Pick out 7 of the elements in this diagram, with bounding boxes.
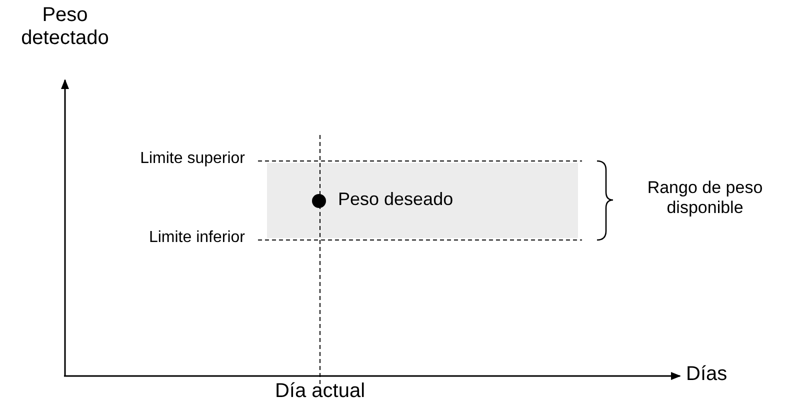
tick-label: Día actual <box>274 380 366 403</box>
range-label: Rango de peso disponible <box>646 178 764 218</box>
axis-title: Días <box>686 363 728 386</box>
axis-title: Peso detectado <box>20 4 110 50</box>
point-label: Peso deseado <box>338 189 454 210</box>
limit-label: Limite superior <box>140 150 245 168</box>
limit-label: Limite inferior <box>148 229 245 248</box>
